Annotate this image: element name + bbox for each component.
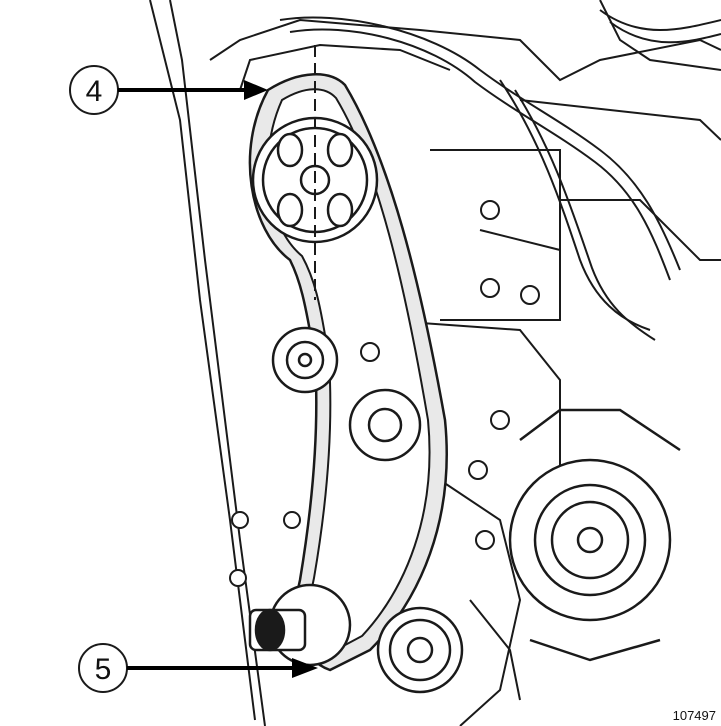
reference-number: 107497 bbox=[673, 708, 716, 723]
water-pump bbox=[271, 326, 422, 462]
bolts bbox=[229, 200, 540, 587]
callout-5: 5 bbox=[78, 643, 318, 693]
alternator bbox=[508, 408, 681, 662]
callout-4-arrowhead bbox=[244, 80, 268, 100]
wiring-harness bbox=[279, 9, 721, 341]
callout-5-arrowhead bbox=[292, 658, 318, 678]
callout-4-label: 4 bbox=[86, 75, 103, 108]
tensioner-pulley bbox=[376, 606, 464, 694]
callout-4: 4 bbox=[69, 65, 268, 115]
camshaft-sprocket bbox=[251, 116, 379, 244]
callout-5-label: 5 bbox=[95, 653, 112, 686]
crankshaft-sprocket bbox=[248, 583, 352, 667]
engine-block bbox=[149, 0, 721, 726]
